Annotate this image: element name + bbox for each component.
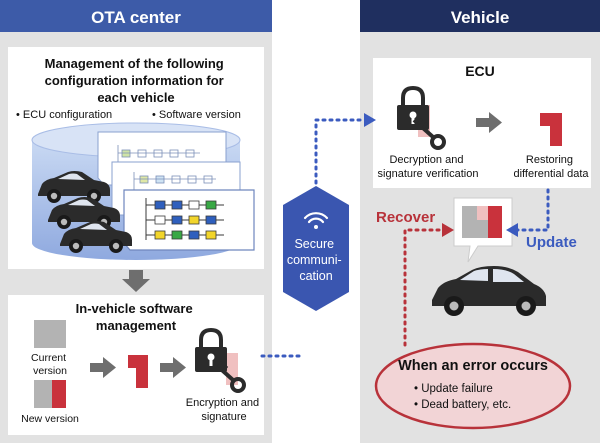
differential-data-icon xyxy=(128,355,148,388)
decryption-label: Decryption and signature verification xyxy=(378,154,479,180)
recover-label: Recover xyxy=(376,209,435,226)
arrow-icon xyxy=(160,357,186,378)
arrow-icon xyxy=(476,112,502,133)
invsm-title: In-vehicle software management xyxy=(76,301,197,333)
wifi-icon xyxy=(303,212,329,229)
config-sheet-front xyxy=(123,189,255,251)
ecu-title: ECU xyxy=(465,63,495,79)
update-label: Update xyxy=(526,234,577,251)
arrow-icon xyxy=(90,357,116,378)
vehicle-software-bubble xyxy=(453,197,513,263)
restored-data-icon xyxy=(540,113,562,146)
bullet-ecu-configuration: • ECU configuration xyxy=(16,109,112,121)
encryption-label: Encryption and signature xyxy=(186,397,262,423)
vehicle-title: Vehicle xyxy=(451,8,510,27)
new-version-label: New version xyxy=(21,413,79,425)
restoring-label: Restoring differential data xyxy=(513,154,589,180)
arrowhead-icon xyxy=(506,223,518,237)
error-ellipse xyxy=(374,342,572,430)
error-item-dead-battery: • Dead battery, etc. xyxy=(414,399,511,411)
management-title: Management of the following configuratio… xyxy=(45,56,228,105)
error-item-update-failure: • Update failure xyxy=(414,383,493,395)
secure-channel-path xyxy=(260,113,376,358)
error-title: When an error occurs xyxy=(398,358,548,374)
new-version-icon xyxy=(34,380,66,408)
vehicle-header xyxy=(360,0,600,32)
bullet-software-version: • Software version xyxy=(152,109,241,121)
down-arrow-icon xyxy=(122,270,150,292)
recover-path xyxy=(403,223,454,347)
current-version-icon xyxy=(34,320,66,348)
vehicle-panel: Vehicle ECU Decryption and signature ver… xyxy=(360,0,600,443)
secure-communication-label: Secure communi- cation xyxy=(287,237,345,283)
ota-center-header xyxy=(0,0,272,32)
arrowhead-icon xyxy=(364,113,376,127)
vehicle-car-icon xyxy=(432,266,546,316)
current-version-label: Current version xyxy=(31,352,69,377)
ota-center-title: OTA center xyxy=(91,8,181,27)
ota-center-panel: OTA center Management of the following c… xyxy=(0,0,272,443)
update-path xyxy=(506,188,550,237)
arrowhead-icon xyxy=(442,223,454,237)
secure-communication-node: Secure communi- cation xyxy=(283,186,349,311)
